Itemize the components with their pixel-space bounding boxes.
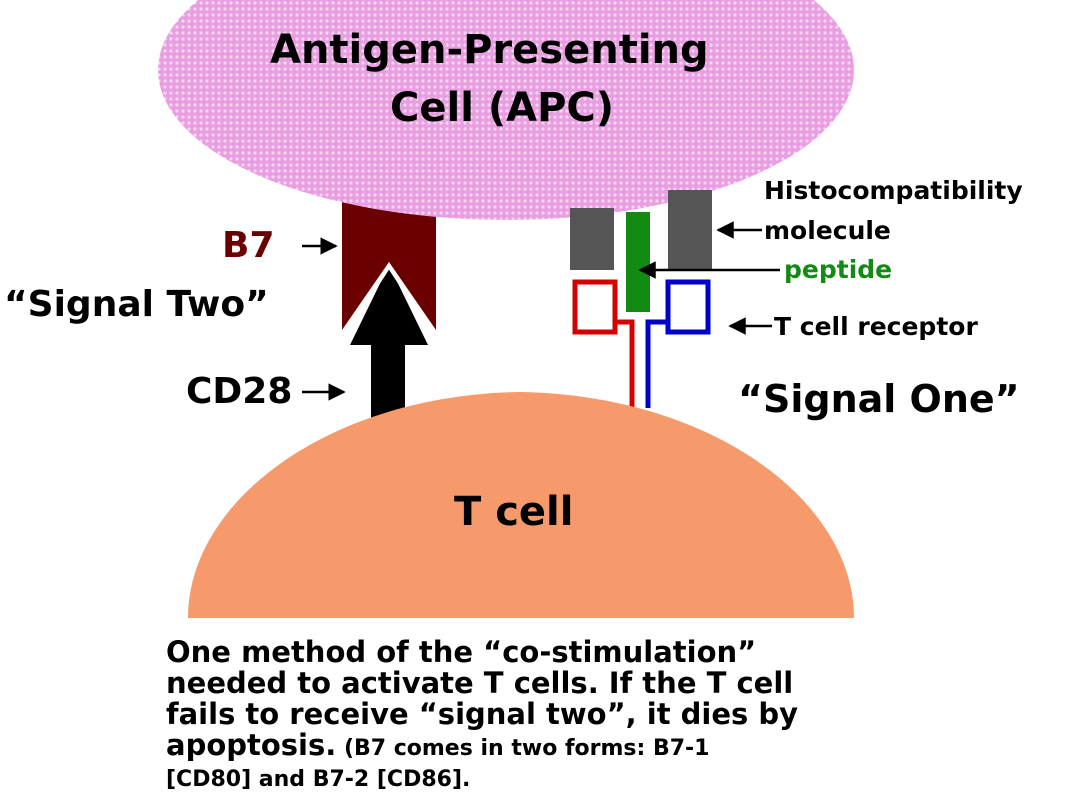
apc-label-line1: Antigen-Presenting bbox=[270, 27, 709, 73]
apc-label-line2: Cell (APC) bbox=[390, 85, 615, 131]
histocompatibility-label-line2: molecule bbox=[764, 216, 891, 245]
tcr-alpha-head bbox=[572, 279, 618, 335]
histocompatibility-label-line1: Histocompatibility bbox=[764, 176, 1023, 205]
caption-line4: apoptosis. (B7 comes in two forms: B7-1 bbox=[166, 730, 866, 764]
caption-line2: needed to activate T cells. If the T cel… bbox=[166, 666, 794, 700]
cd28-arrow bbox=[350, 265, 428, 420]
signal-one-label: “Signal One” bbox=[738, 377, 1020, 421]
peptide-label: peptide bbox=[784, 255, 893, 284]
peptide-bar bbox=[626, 212, 650, 312]
b7-label: B7 bbox=[222, 225, 275, 266]
caption-line4-note: (B7 comes in two forms: B7-1 bbox=[336, 736, 710, 761]
tcr-label: T cell receptor bbox=[774, 312, 978, 341]
histocompatibility-left-block bbox=[570, 208, 614, 270]
tcr-beta-stem bbox=[645, 319, 668, 408]
caption-line5: [CD80] and B7-2 [CD86]. bbox=[166, 767, 471, 792]
histocompatibility-right-block bbox=[668, 190, 712, 270]
t-cell-label: T cell bbox=[454, 489, 574, 535]
apc-cell bbox=[158, 0, 854, 220]
caption-line4-main: apoptosis. bbox=[166, 728, 337, 762]
b7-molecule bbox=[342, 180, 436, 330]
t-cell bbox=[188, 392, 854, 618]
signal-two-label: “Signal Two” bbox=[4, 284, 269, 325]
tcr-beta-head bbox=[665, 279, 711, 335]
binding-gap bbox=[344, 262, 434, 334]
caption-line1: One method of the “co-stimulation” bbox=[166, 635, 757, 669]
cd28-label: CD28 bbox=[186, 371, 293, 412]
caption: One method of the “co-stimulation” neede… bbox=[166, 637, 866, 795]
caption-line3: fails to receive “signal two”, it dies b… bbox=[166, 697, 799, 731]
tcr-alpha-stem bbox=[615, 319, 635, 408]
